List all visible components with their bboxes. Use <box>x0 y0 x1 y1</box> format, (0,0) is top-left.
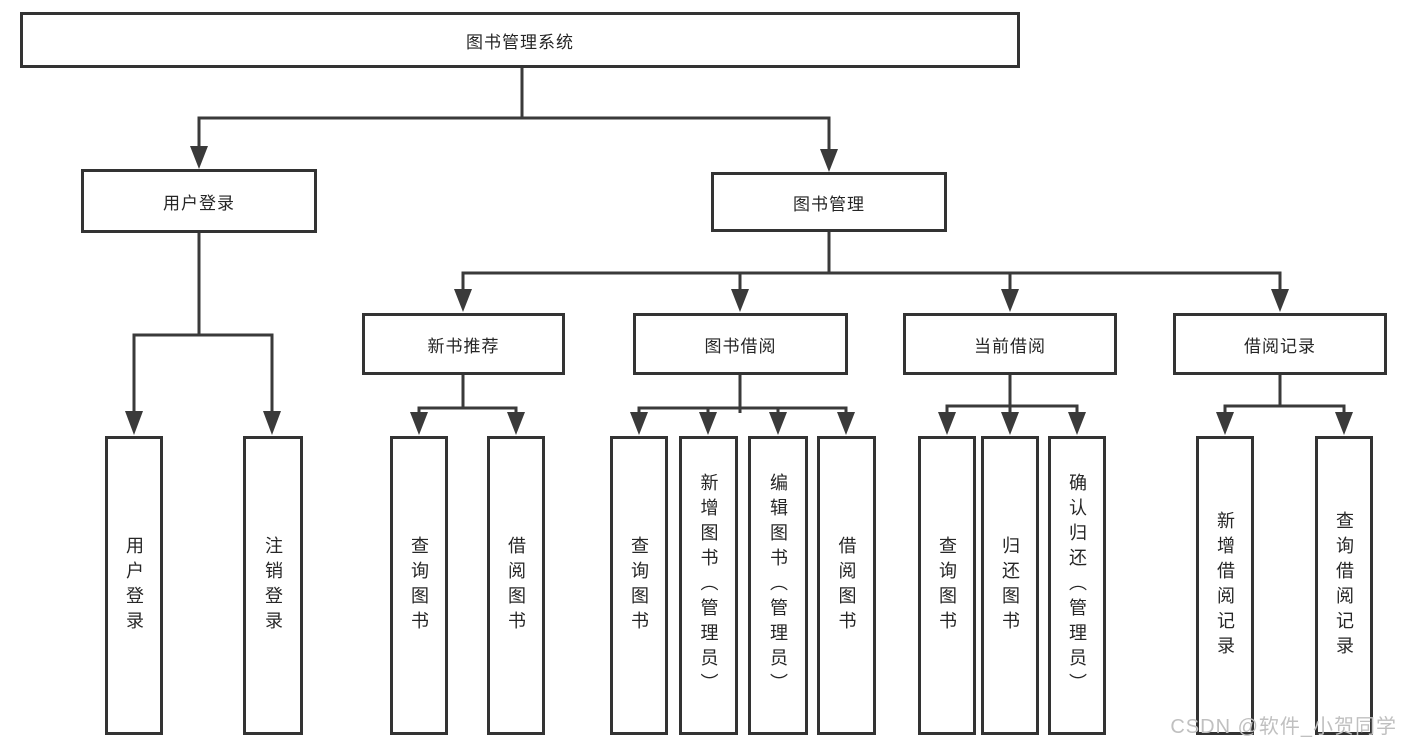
node-label: 查询图书 <box>937 535 957 636</box>
node-library-management-system: 图书管理系统 <box>20 12 1020 68</box>
node-user-login-leaf: 用户登录 <box>105 436 163 735</box>
tree-edges <box>132 68 1346 413</box>
node-label: 借阅图书 <box>506 535 526 636</box>
node-query-books-recommend: 查询图书 <box>390 436 448 735</box>
node-borrow-books-borrowing: 借阅图书 <box>817 436 876 735</box>
node-label: 当前借阅 <box>974 336 1046 356</box>
node-query-books-current: 查询图书 <box>918 436 976 735</box>
node-label: 归还图书 <box>1000 535 1020 636</box>
node-add-books-admin: 新增图书（管理员） <box>679 436 738 735</box>
node-label: 借阅图书 <box>836 535 857 636</box>
node-label: 查询借阅记录 <box>1334 510 1354 661</box>
node-edit-books-admin: 编辑图书（管理员） <box>748 436 808 735</box>
node-label: 用户登录 <box>163 193 235 213</box>
csdn-watermark: CSDN @软件_小贺同学 <box>1170 716 1397 738</box>
node-new-book-recommend: 新书推荐 <box>362 313 565 375</box>
node-query-books-borrowing: 查询图书 <box>610 436 668 735</box>
arrowhead-icons <box>125 146 1353 435</box>
node-label: 查询图书 <box>409 535 429 636</box>
node-book-borrowing: 图书借阅 <box>633 313 848 375</box>
node-confirm-return-admin: 确认归还（管理员） <box>1048 436 1106 735</box>
node-label: 用户登录 <box>124 535 144 636</box>
node-return-books: 归还图书 <box>981 436 1039 735</box>
node-book-management: 图书管理 <box>711 172 947 232</box>
node-label: 注销登录 <box>263 535 283 636</box>
node-label: 图书管理系统 <box>466 32 574 52</box>
node-current-borrowing: 当前借阅 <box>903 313 1117 375</box>
node-label: 图书借阅 <box>704 336 777 356</box>
node-label: 新增借阅记录 <box>1215 510 1235 661</box>
node-add-borrow-record: 新增借阅记录 <box>1196 436 1254 735</box>
node-label: 查询图书 <box>629 535 649 636</box>
node-label: 确认归还（管理员） <box>1067 473 1087 698</box>
node-query-borrow-record: 查询借阅记录 <box>1315 436 1373 735</box>
node-borrowing-records: 借阅记录 <box>1173 313 1387 375</box>
node-borrow-books-recommend: 借阅图书 <box>487 436 545 735</box>
node-label: 借阅记录 <box>1244 336 1316 356</box>
node-label: 新增图书（管理员） <box>698 473 719 698</box>
node-label: 编辑图书（管理员） <box>768 473 788 698</box>
node-label: 新书推荐 <box>427 336 500 356</box>
node-label: 图书管理 <box>793 194 865 214</box>
node-user-login: 用户登录 <box>81 169 317 233</box>
node-logout-login: 注销登录 <box>243 436 303 735</box>
